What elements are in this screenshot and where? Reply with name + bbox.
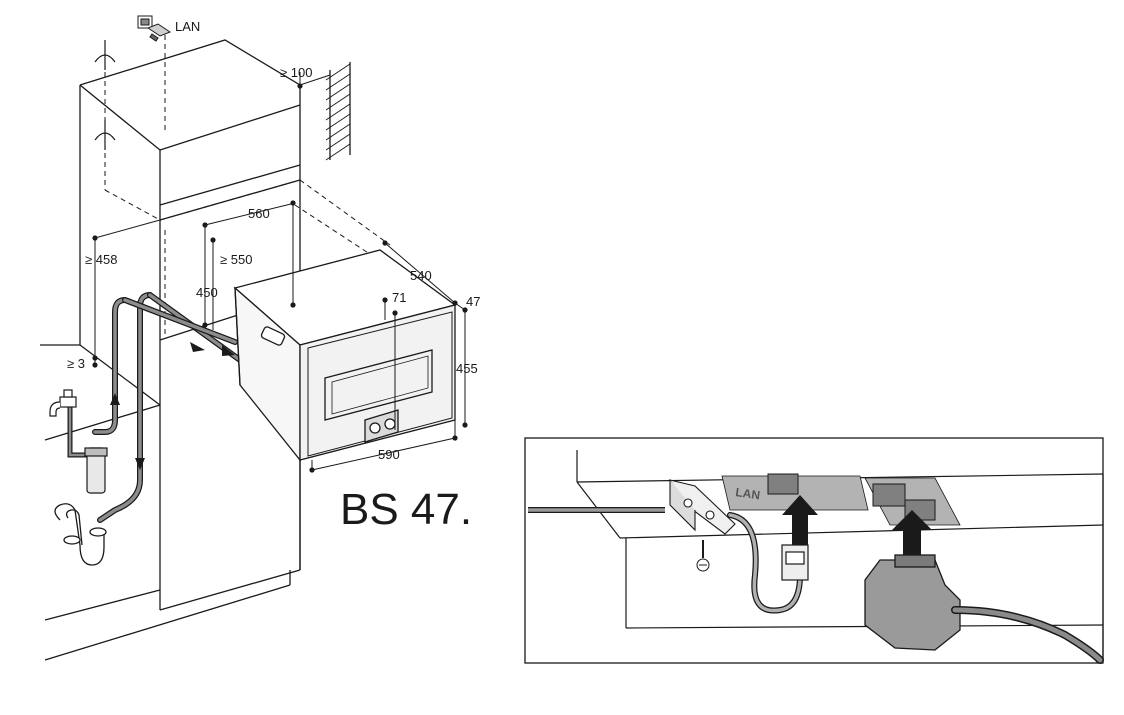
wall-hatching xyxy=(325,63,351,161)
dim-side-gap: ≥ 3 xyxy=(67,356,85,371)
lan-socket-label: LAN xyxy=(735,485,761,502)
cabinet xyxy=(40,35,441,661)
power-plug-icon xyxy=(864,554,961,651)
dim-device-width: 590 xyxy=(378,447,400,462)
model-code: BS 47. xyxy=(340,485,472,534)
screw-icon xyxy=(696,540,710,572)
flow-arrows xyxy=(110,342,235,470)
filter-icon xyxy=(84,447,108,494)
power-socket-icon xyxy=(872,483,906,507)
dimension-dots xyxy=(92,83,468,473)
cable-run-symbol xyxy=(94,40,116,150)
siphon-icon xyxy=(54,503,107,566)
lan-socket-icon xyxy=(767,473,799,495)
dim-top-clearance: ≥ 100 xyxy=(280,65,312,80)
mounting-bracket-icon xyxy=(668,479,736,535)
dim-inner-height: 450 xyxy=(196,285,218,300)
lan-plug-icon xyxy=(137,15,172,42)
dim-front-thickness: 47 xyxy=(466,294,480,309)
water-tap-icon xyxy=(49,389,77,417)
device xyxy=(233,249,457,462)
dim-device-depth: 540 xyxy=(410,268,432,283)
dim-niche-depth: ≥ 550 xyxy=(220,252,252,267)
water-hoses xyxy=(67,292,243,523)
lan-top-label: LAN xyxy=(175,19,200,34)
insert-arrow-lan xyxy=(782,495,818,545)
insert-arrow-power xyxy=(892,510,932,560)
lan-connector-icon xyxy=(781,544,809,581)
detail-inset: LAN xyxy=(524,437,1104,664)
dim-niche-height: ≥ 458 xyxy=(85,252,117,267)
dim-front-offset: 71 xyxy=(392,290,406,305)
dim-device-height: 455 xyxy=(456,361,478,376)
dim-inner-width: 560 xyxy=(248,206,270,221)
